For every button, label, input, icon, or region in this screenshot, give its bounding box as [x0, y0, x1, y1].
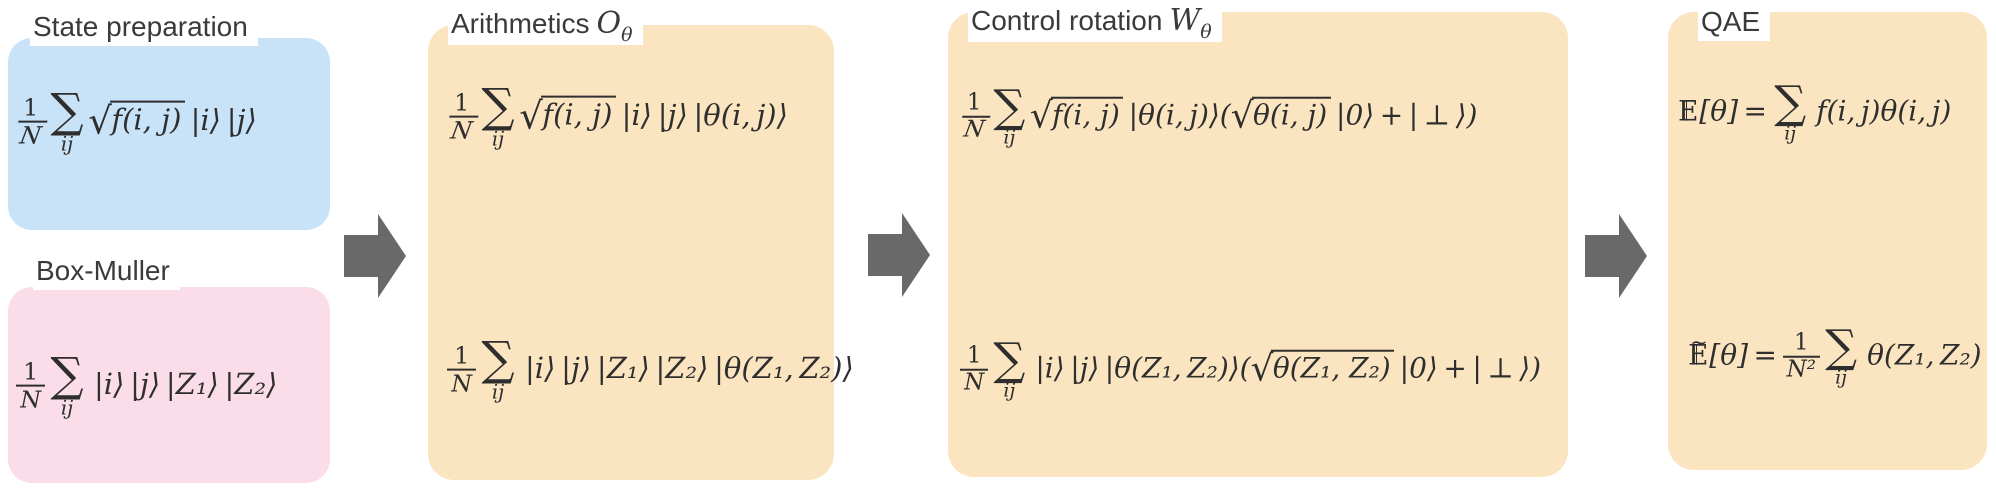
arrow-right-icon — [1585, 214, 1647, 298]
math-tx: f(i, j)θ(i, j) — [1810, 94, 1952, 128]
label-text: Arithmetics — [451, 8, 590, 39]
math-sqrt: √θ(i, j) — [1231, 96, 1331, 134]
arithmetics-box — [428, 25, 834, 480]
control-rotation-box — [948, 12, 1568, 477]
math-tx: [θ] = — [1699, 94, 1773, 128]
math-E: E — [1678, 94, 1699, 128]
box-muller-box — [8, 287, 330, 483]
math-sqrt: √f(i, j) — [1030, 96, 1124, 134]
math-sum: ∑ij — [481, 78, 515, 151]
qae-top-formula: E[θ] = ∑ij f(i, j)θ(i, j) — [1678, 75, 1952, 146]
math-sum: ∑ij — [993, 79, 1026, 150]
math-sum: ∑ij — [1825, 319, 1858, 390]
arrow-right-icon — [868, 213, 930, 297]
label-math-sub: θ — [621, 24, 633, 46]
label-math-sub: θ — [1200, 21, 1212, 43]
arrow-right-icon — [344, 214, 406, 298]
math-sum: ∑ij — [50, 83, 84, 156]
math-sum: ∑ij — [1774, 75, 1807, 146]
math-tx: θ(Z₁, Z₂) — [1861, 338, 1982, 372]
math-tx: |i⟩ |j⟩ — [184, 103, 257, 138]
qae-box — [1668, 12, 1987, 470]
math-tx: |0⟩ + | ⊥ ⟩) — [1394, 351, 1542, 385]
label-text: Control rotation — [971, 5, 1163, 36]
math-tx: |θ(i, j)⟩( — [1123, 98, 1231, 132]
state-preparation-label: State preparation — [30, 7, 258, 46]
math-sum: ∑ij — [50, 347, 84, 420]
box-muller-label: Box-Muller — [33, 251, 180, 290]
math-tx: |i⟩ |j⟩ |θ(Z₁, Z₂)⟩( — [1029, 351, 1251, 385]
math-sum: ∑ij — [993, 332, 1026, 403]
math-E: E~ — [1688, 330, 1709, 372]
state-preparation-box — [8, 38, 330, 230]
label-math-var: W — [1169, 3, 1201, 38]
math-tx: |i⟩ |j⟩ |Z₁⟩ |Z₂⟩ |θ(Z₁, Z₂)⟩ — [519, 351, 854, 386]
math-tx: [θ] = — [1709, 338, 1783, 372]
qae-label: QAE — [1698, 2, 1771, 41]
math-tx: |i⟩ |j⟩ |θ(i, j)⟩ — [615, 98, 788, 133]
math-sqrt: √f(i, j) — [88, 101, 185, 139]
label-text: State preparation — [33, 11, 248, 42]
math-sqrt: √f(i, j) — [519, 96, 616, 134]
math-tx: |0⟩ + | ⊥ ⟩) — [1330, 98, 1478, 132]
math-tx: |i⟩ |j⟩ |Z₁⟩ |Z₂⟩ — [88, 367, 278, 402]
math-sum: ∑ij — [481, 331, 515, 404]
label-text: QAE — [1701, 6, 1761, 37]
math-sqrt: √θ(Z₁, Z₂) — [1251, 349, 1395, 387]
label-text: Box-Muller — [36, 255, 170, 286]
label-math-var: O — [596, 6, 622, 41]
